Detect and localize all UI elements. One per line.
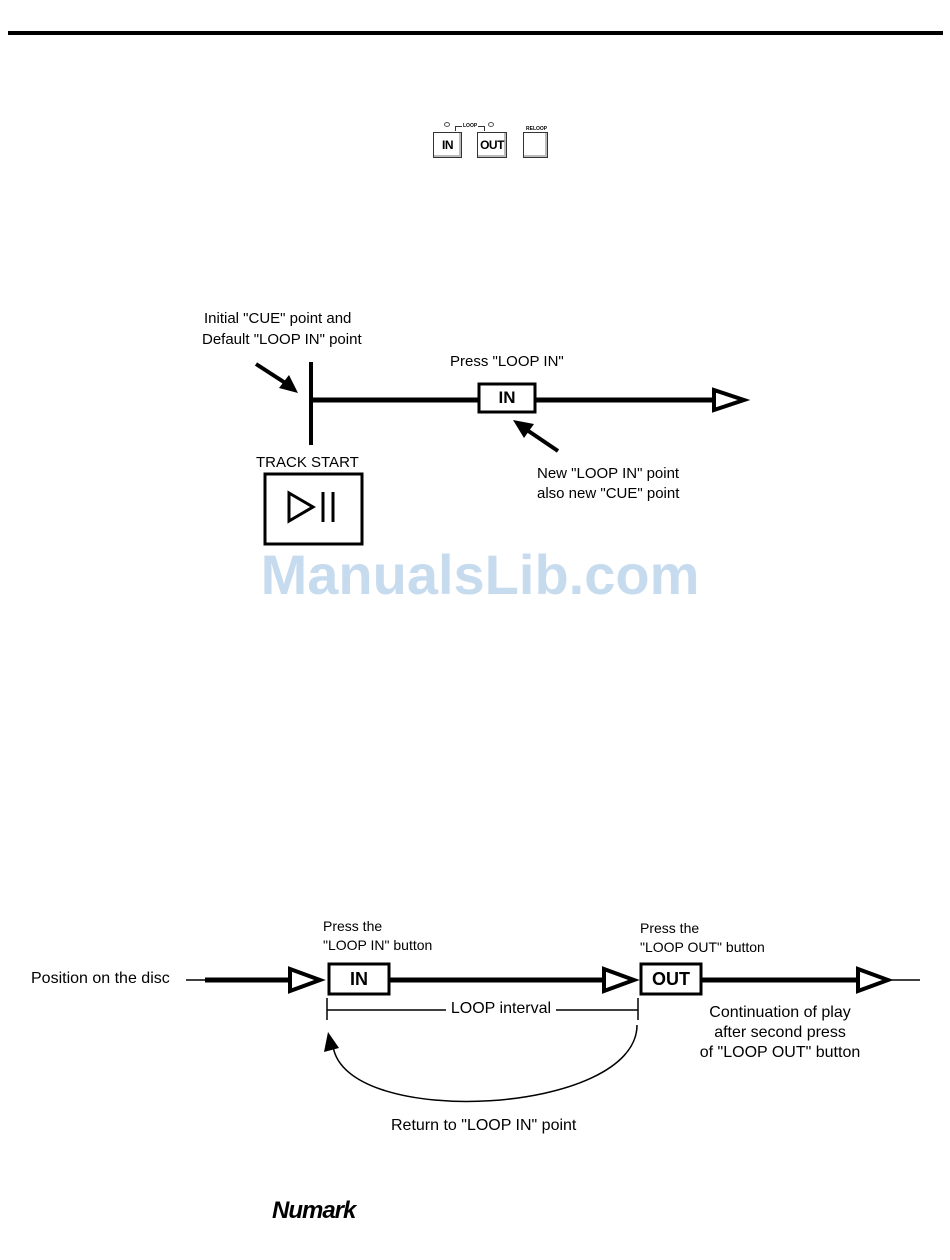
cue-pointer-arrowhead (279, 375, 298, 393)
new-point-arrowhead (513, 420, 534, 438)
out-box-2 (639, 962, 703, 996)
cue-label-line2: Default "LOOP IN" point (202, 331, 362, 348)
loop-label: LOOP (462, 123, 479, 129)
position-label: Position on the disc (31, 970, 170, 987)
in-box-2 (327, 962, 391, 996)
loop-in-button[interactable]: IN (433, 132, 462, 158)
timeline-arrowhead (712, 387, 751, 413)
loop-interval-label: LOOP interval (450, 1000, 552, 1017)
loop-out-button[interactable]: OUT (477, 132, 507, 158)
top-rule (8, 31, 943, 35)
timeline2-arrow3 (856, 966, 894, 994)
play-pause-button-frame (263, 472, 364, 546)
loop-in-led (444, 122, 450, 127)
press-out-line1: Press the (640, 920, 700, 936)
press-loop-in-label: Press "LOOP IN" (450, 353, 564, 370)
new-point-line2: also new "CUE" point (537, 485, 680, 502)
press-out-line2: "LOOP OUT" button (640, 939, 765, 955)
return-arrowhead (324, 1032, 339, 1052)
play-icon (287, 490, 316, 524)
return-curve (332, 1024, 638, 1103)
continuation-line1: Continuation of play (709, 1004, 851, 1021)
return-label: Return to "LOOP IN" point (391, 1117, 577, 1134)
reloop-button[interactable] (523, 132, 548, 158)
timeline2-arrow1 (288, 966, 326, 994)
new-point-line1: New "LOOP IN" point (537, 465, 680, 482)
diagram1-graphics (254, 362, 751, 546)
cue-label-line1: Initial "CUE" point and (204, 310, 352, 327)
press-in-line2: "LOOP IN" button (323, 937, 433, 953)
out-box-2-label: OUT (652, 969, 690, 989)
new-point-arrow (522, 426, 560, 453)
in-box-1-label: IN (498, 388, 516, 407)
continuation-line3: of "LOOP OUT" button (699, 1044, 861, 1061)
track-start-label: TRACK START (256, 454, 359, 471)
diagram2-graphics (186, 962, 920, 1103)
watermark: ManualsLib.com (260, 543, 700, 606)
reloop-label: RELOOP (526, 126, 548, 132)
press-in-line1: Press the (323, 918, 383, 934)
loop-out-led (488, 122, 494, 127)
timeline2-arrow2 (602, 966, 640, 994)
brand-logo: Numark (272, 1197, 356, 1224)
in-box-1 (477, 382, 537, 414)
in-box-2-label: IN (350, 969, 368, 989)
continuation-line2: after second press (714, 1024, 846, 1041)
